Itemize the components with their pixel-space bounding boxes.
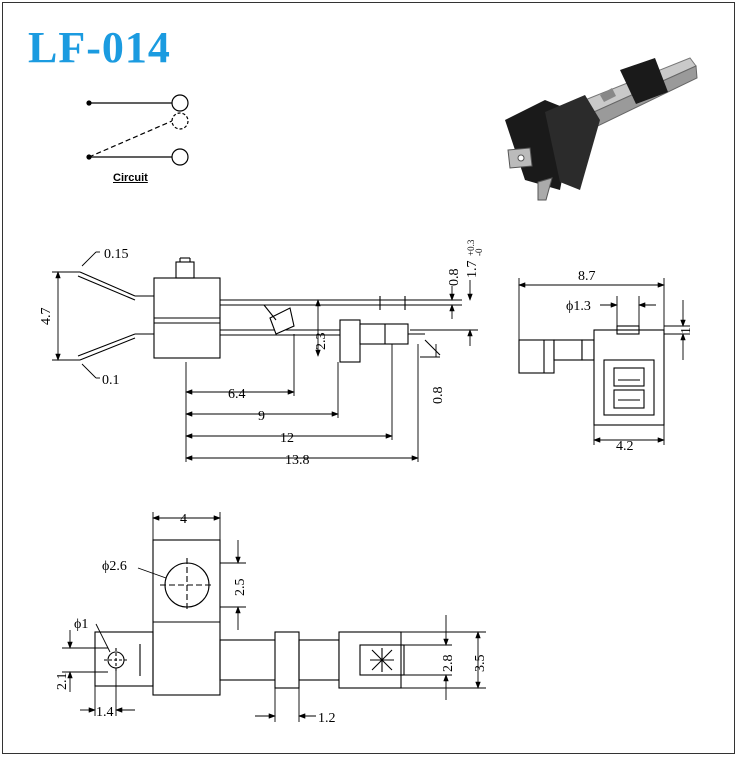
- dim-9: 9: [258, 409, 265, 424]
- dim-2-5: 2.5: [233, 579, 248, 597]
- end-view: [518, 325, 665, 426]
- end-view-dimensions: [518, 278, 690, 445]
- top-view: [94, 539, 405, 696]
- dim-0-1: 0.1: [102, 373, 120, 388]
- dim-13-8: 13.8: [285, 453, 310, 468]
- dim-phi-1-3: ϕ1.3: [566, 299, 591, 314]
- top-view-dimensions: [62, 512, 486, 722]
- dimension-labels: 0.15 4.7 0.1 0.8 1.7 +0.3 -0 2.3 6.4 9 1…: [39, 239, 694, 726]
- dim-phi-2-6: ϕ2.6: [102, 559, 127, 574]
- dim-2-1: 2.1: [55, 673, 70, 691]
- side-view-dimensions: [52, 251, 478, 462]
- side-view: [77, 257, 441, 363]
- dim-4: 4: [180, 512, 187, 527]
- dim-0-15: 0.15: [104, 247, 129, 262]
- product-photo: [505, 57, 698, 201]
- dim-6-4: 6.4: [228, 387, 246, 402]
- circuit-diagram: [86, 94, 189, 166]
- dim-0-8-bottom: 0.8: [431, 387, 446, 405]
- dim-3-5: 3.5: [473, 655, 488, 673]
- dim-1-7-tolerance-minus: -0: [474, 248, 484, 256]
- page-title: LF-014: [28, 23, 171, 72]
- dim-4-7: 4.7: [39, 308, 54, 326]
- dim-12: 12: [280, 431, 294, 446]
- dim-1-4: 1.4: [96, 705, 114, 720]
- dim-phi-1: ϕ1: [74, 617, 88, 632]
- dim-1-7-tolerance-plus: +0.3: [466, 239, 476, 256]
- dim-2-3: 2.3: [314, 333, 329, 351]
- dim-8-7: 8.7: [578, 269, 596, 284]
- dim-1: 1: [679, 327, 694, 334]
- dim-0-8-top: 0.8: [447, 269, 462, 287]
- dim-1-7: 1.7: [465, 261, 480, 279]
- circuit-label: Circuit: [113, 172, 148, 184]
- dim-4-2: 4.2: [616, 439, 634, 454]
- dim-1-2: 1.2: [318, 711, 336, 726]
- dim-2-8: 2.8: [441, 655, 456, 673]
